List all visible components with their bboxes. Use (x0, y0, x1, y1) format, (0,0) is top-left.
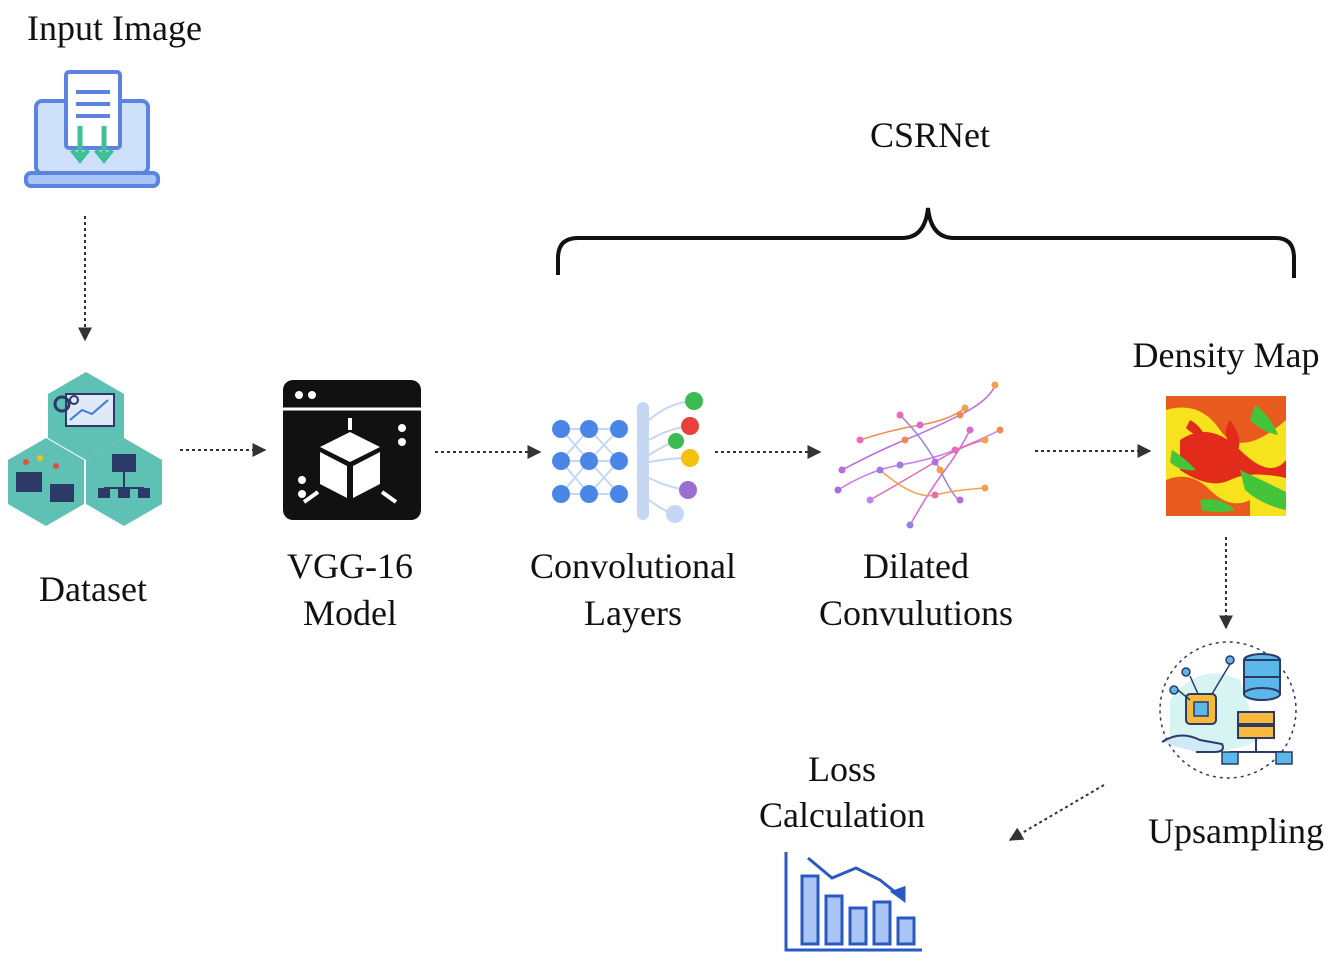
ai-model-cube-window-icon (283, 380, 421, 520)
laptop-document-icon (24, 70, 160, 188)
upsampling-label: Upsampling (1148, 811, 1324, 851)
hexagon-dataset-icon (8, 372, 162, 526)
neural-network-icon (552, 392, 703, 523)
loss-label-line1: Loss (807, 749, 876, 789)
conv-label-line2: Layers (584, 593, 682, 633)
dilated-label-line2: Convulutions (818, 593, 1014, 633)
conv-label-line1: Convolutional (530, 546, 736, 586)
vgg-label-line1: VGG-16 (287, 546, 413, 586)
dilated-network-graph-icon (834, 381, 1004, 529)
loss-label-line2: Calculation (759, 795, 925, 835)
vgg-label-line2: Model (303, 593, 397, 633)
density-map-label: Density Map (1132, 335, 1320, 375)
declining-bar-chart-icon (784, 852, 922, 952)
arrow-upsampling-to-loss (1008, 784, 1105, 841)
heatmap-icon (1166, 396, 1286, 516)
csrnet-brace (556, 207, 1296, 278)
csrnet-label: CSRNet (869, 115, 991, 155)
dataset-label: Dataset (39, 569, 147, 609)
dilated-label-line1: Dilated (863, 546, 969, 586)
database-server-hand-icon (1159, 641, 1297, 779)
input-image-label: Input Image (27, 8, 202, 48)
